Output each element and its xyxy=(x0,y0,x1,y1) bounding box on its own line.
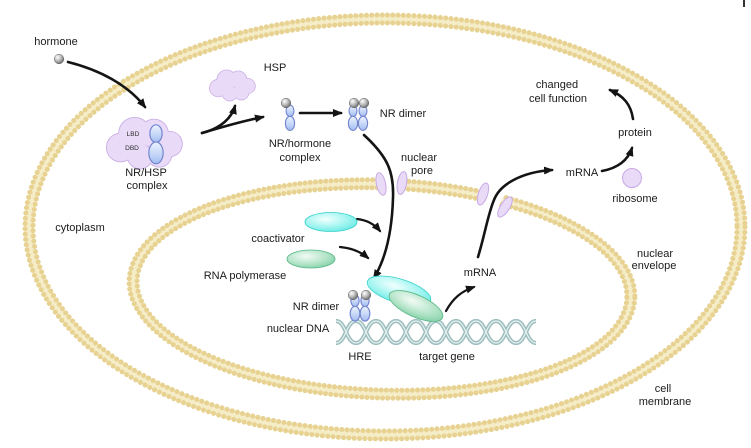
nr-dimer-bound-label: NR dimer xyxy=(293,301,340,313)
ribosome-label: ribosome xyxy=(612,193,657,205)
cell-membrane-label-1: cell xyxy=(655,383,672,395)
nuclear-receptor-icon xyxy=(284,104,296,131)
hre-label: HRE xyxy=(348,351,371,363)
nuclear-dna-helix xyxy=(335,318,537,346)
cell-membrane-band xyxy=(25,15,745,439)
arrow-transcription-to-mrna xyxy=(444,285,476,313)
arrow-hsp-release xyxy=(200,104,237,135)
nr-hsp-complex-label-2: complex xyxy=(127,180,168,192)
corner-tick-mark xyxy=(743,0,745,7)
hsp xyxy=(209,69,256,102)
nuclear-envelope-label-1: nuclear xyxy=(637,248,673,260)
rna-polymerase-label: RNA polymerase xyxy=(204,270,287,282)
changed-cell-function-label-2: cell function xyxy=(529,93,587,105)
cell-membrane-label-2: membrane xyxy=(639,396,692,408)
rna-polymerase-icon xyxy=(286,249,336,269)
transcription-complex xyxy=(347,275,444,322)
hormone-sphere-icon xyxy=(53,53,65,65)
nuclear-receptor-icon xyxy=(357,104,369,131)
pathway-arrows xyxy=(66,60,635,313)
nuclear-pore-label-1: nuclear xyxy=(401,152,437,164)
nr-hsp-complex-label-1: NR/HSP xyxy=(125,167,167,179)
hormone-sphere-icon xyxy=(347,289,359,301)
nr-hormone-complex-label-1: NR/hormone xyxy=(269,138,331,150)
dna-strand-1-highlight xyxy=(335,320,537,344)
hsp-cloud-icon-fill xyxy=(106,117,182,169)
protein-label: protein xyxy=(618,127,652,139)
arrow-protein-to-function xyxy=(608,88,635,121)
arrow-dimer-to-nucleus xyxy=(362,133,395,280)
changed-cell-function-label-1: changed xyxy=(536,79,578,91)
nr-hormone-complex xyxy=(280,97,296,131)
mrna-nucleus-label: mRNA xyxy=(464,267,497,279)
rna-polymerase-bound-icon xyxy=(388,290,444,322)
cell-membrane-inner-beads xyxy=(30,20,740,434)
cell-membrane-outer-beads xyxy=(22,12,748,442)
lbd-label: LBD xyxy=(127,131,140,138)
dbd-label: DBD xyxy=(125,145,139,152)
arrow-coactivator-recruit xyxy=(355,217,382,233)
coactivator-icon xyxy=(304,212,358,232)
nuclear-envelope-label-2: envelope xyxy=(632,260,677,272)
nr-dimer-top-label: NR dimer xyxy=(380,108,427,120)
hsp-label: HSP xyxy=(264,62,287,74)
nuclear-dna-label: nuclear DNA xyxy=(267,323,330,335)
cytoplasm-label: cytoplasm xyxy=(55,222,105,234)
nr-hormone-complex-label-2: complex xyxy=(280,152,321,164)
arrow-translation xyxy=(600,146,634,173)
mrna-cytoplasm-label: mRNA xyxy=(566,167,599,179)
ribosome-icon xyxy=(622,168,642,188)
nuclear-pore-label-2: pore xyxy=(411,165,433,177)
hormone-sphere-icon xyxy=(348,97,360,109)
nuclear-receptor-icon xyxy=(148,123,164,165)
nr-hsp-complex: LBD DBD xyxy=(105,116,183,170)
arrow-hormone-entry xyxy=(66,60,147,109)
target-gene-label: target gene xyxy=(419,351,475,363)
hormone-sphere-icon xyxy=(360,289,372,301)
arrow-polymerase-recruit xyxy=(338,245,370,260)
hormone-sphere-icon xyxy=(280,97,292,109)
dna-strand-2-highlight xyxy=(335,320,537,344)
cell-membrane xyxy=(22,12,748,442)
nr-dimer-top xyxy=(347,97,370,131)
nuclear-receptor-icon xyxy=(347,104,359,131)
coactivator-label: coactivator xyxy=(251,233,305,245)
arrow-mrna-export xyxy=(476,166,554,259)
hormone-label: hormone xyxy=(34,36,77,48)
hormone-sphere-icon xyxy=(358,97,370,109)
